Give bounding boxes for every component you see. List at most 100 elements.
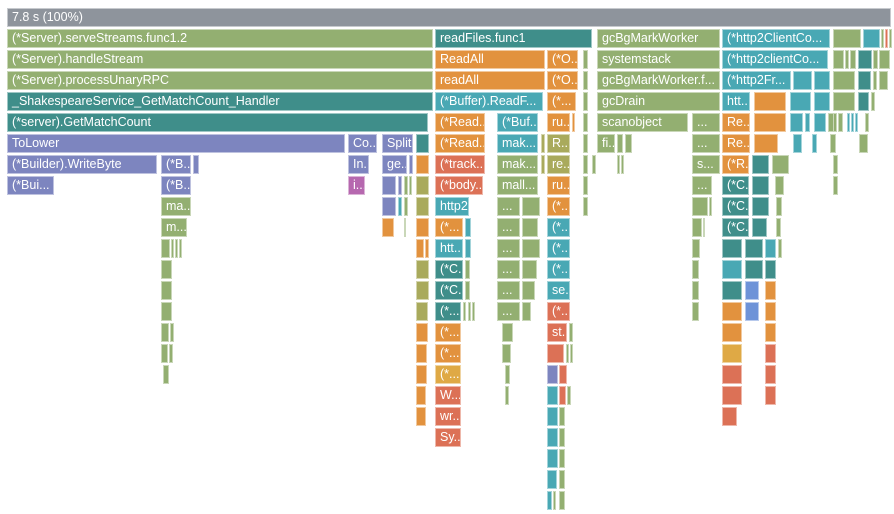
frame-cell[interactable] [889,29,892,48]
frame-[interactable]: ... [497,302,520,321]
frame-o[interactable]: (*O... [547,71,578,90]
frame-[interactable]: ... [692,176,712,195]
frame-body[interactable]: (*body... [435,176,483,195]
frame-cell[interactable] [776,197,782,216]
frame-cell[interactable] [752,197,769,216]
frame-cell[interactable] [745,302,759,321]
frame-cell[interactable] [522,197,540,216]
frame-cell[interactable] [621,155,624,174]
root-frame[interactable]: 7.8 s (100%) [7,8,891,27]
frame-cell[interactable] [404,197,408,216]
frame-cell[interactable] [617,155,620,174]
frame-cell[interactable] [416,134,429,153]
frame-cell[interactable] [553,491,556,510]
frame-cell[interactable] [472,302,475,321]
frame-cell[interactable] [541,134,545,153]
frame-cell[interactable] [885,29,888,48]
frame-cell[interactable] [382,218,394,237]
frame-cell[interactable] [863,29,880,48]
frame-mall[interactable]: mall... [497,176,538,195]
frame-cell[interactable] [398,197,402,216]
frame-[interactable]: ... [497,260,520,279]
frame-cell[interactable] [692,281,699,300]
frame-cell[interactable] [592,155,596,174]
frame-cell[interactable] [812,134,817,153]
frame-cell[interactable] [171,239,174,258]
frame-read[interactable]: (*Read... [435,113,485,132]
frame-cell[interactable] [416,260,429,279]
frame-cell[interactable] [778,239,782,258]
frame-readfiles-func1[interactable]: readFiles.func1 [435,29,592,48]
frame-cell[interactable] [161,281,172,300]
frame-cell[interactable] [465,281,470,300]
frame-cell[interactable] [463,302,466,321]
frame-cell[interactable] [566,344,569,363]
frame-[interactable]: (*... [435,344,461,363]
frame-shakespeareservice-getmatchcount-handler[interactable]: _ShakespeareService_GetMatchCount_Handle… [7,92,433,111]
frame-cell[interactable] [722,323,742,342]
frame-cell[interactable] [547,449,558,468]
frame-[interactable]: ... [497,197,520,216]
frame-cell[interactable] [772,155,789,174]
frame-gcbgmarkworker[interactable]: gcBgMarkWorker [597,29,720,48]
frame-cell[interactable] [722,365,742,384]
frame-cell[interactable] [722,302,742,321]
frame-b[interactable]: (*B... [161,155,191,174]
frame-cell[interactable] [583,155,588,174]
frame-cell[interactable] [559,449,565,468]
frame-cell[interactable] [505,386,509,405]
frame-cell[interactable] [776,218,781,237]
frame-cell[interactable] [559,407,565,426]
frame-sy[interactable]: Sy... [435,428,461,447]
frame-cell[interactable] [409,155,413,174]
frame-ma[interactable]: ma... [161,197,191,216]
frame-cell[interactable] [833,92,855,111]
frame-cell[interactable] [793,71,812,90]
frame-cell[interactable] [382,197,396,216]
frame-cell[interactable] [692,197,708,216]
frame-cell[interactable] [583,134,588,153]
frame-cell[interactable] [754,92,786,111]
frame-b[interactable]: (*B... [161,176,191,195]
frame-cell[interactable] [583,92,588,111]
frame-cell[interactable] [847,113,850,132]
frame-cell[interactable] [752,155,769,174]
frame-cell[interactable] [692,260,699,279]
frame-cell[interactable] [765,323,776,342]
frame-[interactable]: (*... [435,365,461,384]
frame-se[interactable]: se... [547,281,570,300]
frame-cell[interactable] [572,113,575,132]
frame-cell[interactable] [416,323,428,342]
frame-cell[interactable] [522,302,531,321]
frame-split[interactable]: Split [382,134,413,153]
frame-[interactable]: (*... [547,260,570,279]
frame-gcdrain[interactable]: gcDrain [597,92,720,111]
frame-bui[interactable]: (*Bui... [7,176,54,195]
frame-[interactable]: (*... [547,302,570,321]
frame-cell[interactable] [583,197,588,216]
frame-tolower[interactable]: ToLower [7,134,345,153]
frame-server-getmatchcount[interactable]: (*server).GetMatchCount [7,113,428,132]
frame-cell[interactable] [765,281,776,300]
frame-cell[interactable] [170,323,174,342]
frame-cell[interactable] [163,365,169,384]
frame-cell[interactable] [416,407,426,426]
frame-buffer-readf[interactable]: (*Buffer).ReadF... [435,92,543,111]
frame-cell[interactable] [547,428,558,447]
frame-c[interactable]: (*C... [435,281,463,300]
frame-cell[interactable] [814,71,830,90]
frame-cell[interactable] [559,365,567,384]
frame-cell[interactable] [833,29,861,48]
frame-cell[interactable] [617,134,623,153]
frame-wr[interactable]: wr... [435,407,461,426]
frame-cell[interactable] [465,260,470,279]
frame-ru[interactable]: ru... [547,176,570,195]
frame-cell[interactable] [583,176,588,195]
frame-cell[interactable] [416,155,429,174]
frame-[interactable]: (*... [435,218,463,237]
frame-i[interactable]: i... [348,176,365,195]
frame-cell[interactable] [416,302,428,321]
frame-cell[interactable] [881,29,884,48]
frame-cell[interactable] [409,176,412,195]
frame-cell[interactable] [871,92,875,111]
